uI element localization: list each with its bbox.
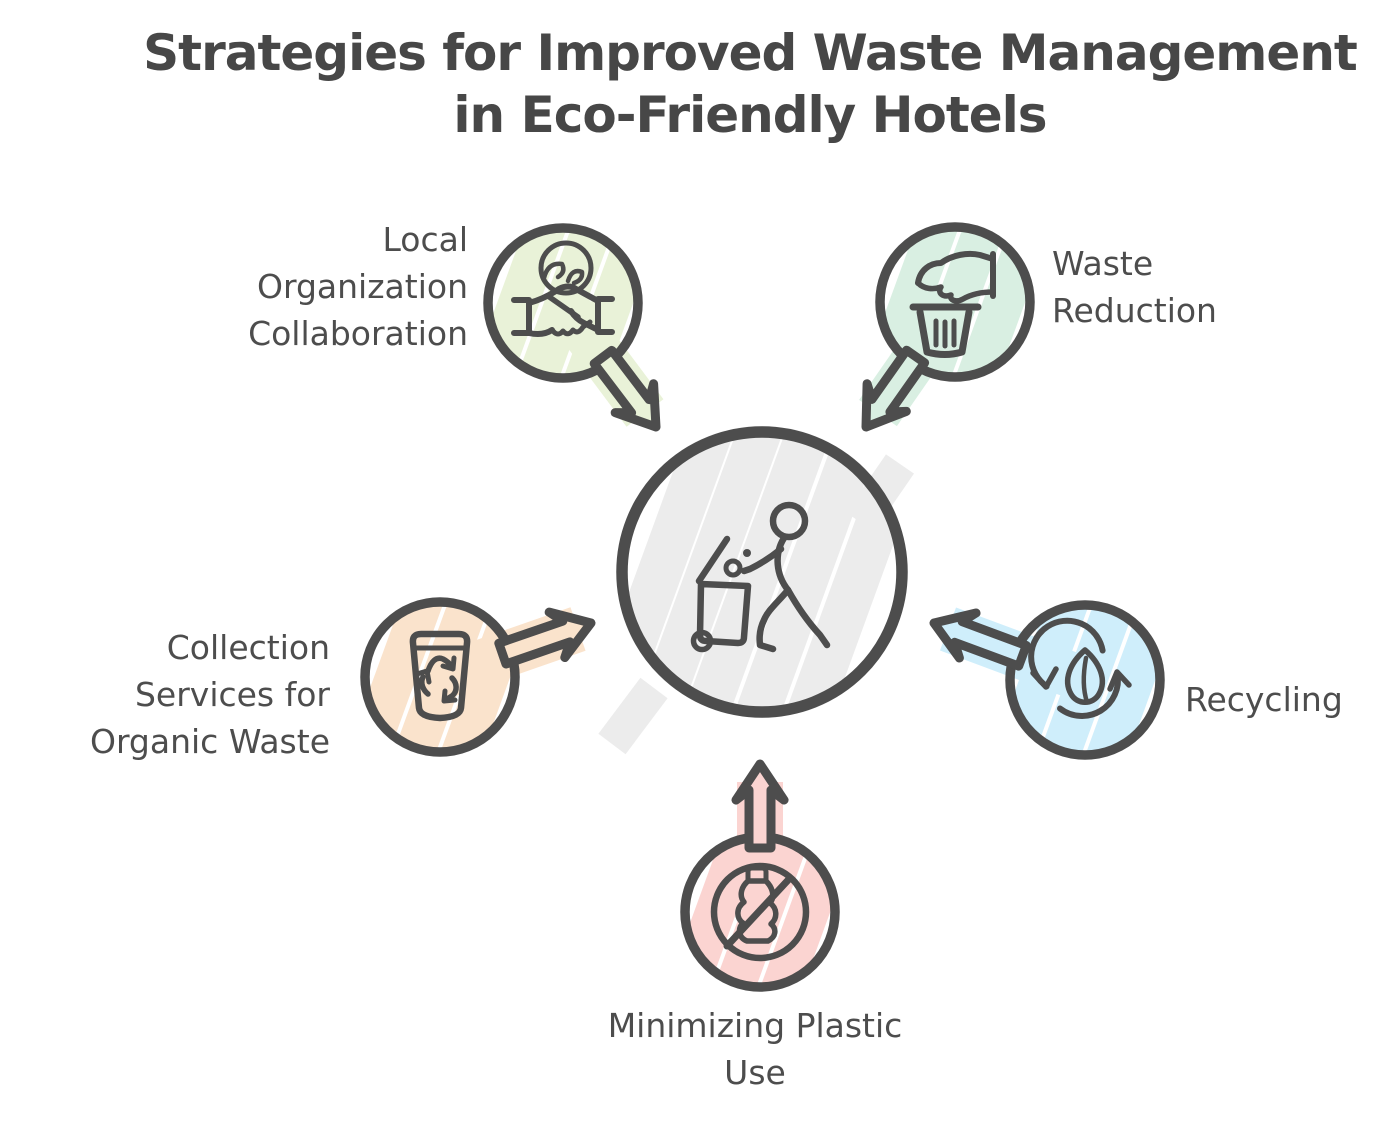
arrow-to-center	[589, 345, 661, 432]
node-circle	[1005, 600, 1165, 760]
label-line: Local	[382, 220, 468, 259]
arrow-to-center	[731, 759, 789, 853]
label-line: Organization	[257, 267, 468, 306]
label-recycling: Recycling	[1185, 676, 1343, 723]
center-highlight-scribble	[598, 426, 914, 755]
label-line: Recycling	[1185, 680, 1343, 719]
label-line: Collaboration	[248, 314, 468, 353]
hand-over-trash-icon	[909, 250, 996, 358]
label-line: Organic Waste	[89, 722, 330, 761]
center-hub	[598, 426, 914, 755]
label-line: Waste	[1052, 244, 1154, 283]
person-disposing-waste-icon	[690, 501, 831, 653]
label-line: Collection	[166, 628, 330, 667]
node-circle	[875, 222, 1035, 382]
leaf-recycle-icon	[1028, 617, 1132, 719]
label-minimizing-plastic-use: Minimizing Plastic Use	[355, 1002, 1155, 1096]
label-line: Reduction	[1052, 291, 1217, 330]
node-recycling	[929, 600, 1165, 760]
label-line: Minimizing Plastic	[607, 1006, 903, 1045]
page-title-line1: Strategies for Improved Waste Management	[143, 24, 1358, 82]
center-circle	[616, 426, 908, 718]
node-circle	[483, 223, 643, 383]
arrow-to-center	[929, 608, 1031, 671]
label-line: Use	[724, 1053, 786, 1092]
arrow-to-center	[494, 607, 596, 669]
label-waste-reduction: Waste Reduction	[1052, 240, 1217, 334]
page-title: Strategies for Improved Waste Management…	[104, 22, 1396, 146]
node-collection-services-organic-waste	[360, 597, 596, 757]
page-title-line2: in Eco-Friendly Hotels	[453, 86, 1047, 144]
label-local-organization-collaboration: Local Organization Collaboration	[248, 216, 468, 357]
handshake-collaboration-icon	[511, 240, 615, 337]
node-local-organization-collaboration	[483, 223, 664, 432]
recycle-bin-icon	[409, 630, 471, 722]
node-circle	[360, 597, 520, 757]
no-plastic-bottle-icon	[710, 862, 810, 962]
node-waste-reduction	[859, 222, 1035, 432]
node-minimizing-plastic-use	[680, 759, 840, 992]
label-line: Services for	[134, 675, 330, 714]
arrow-to-center	[861, 345, 930, 432]
label-collection-services-organic-waste: Collection Services for Organic Waste	[90, 624, 330, 765]
